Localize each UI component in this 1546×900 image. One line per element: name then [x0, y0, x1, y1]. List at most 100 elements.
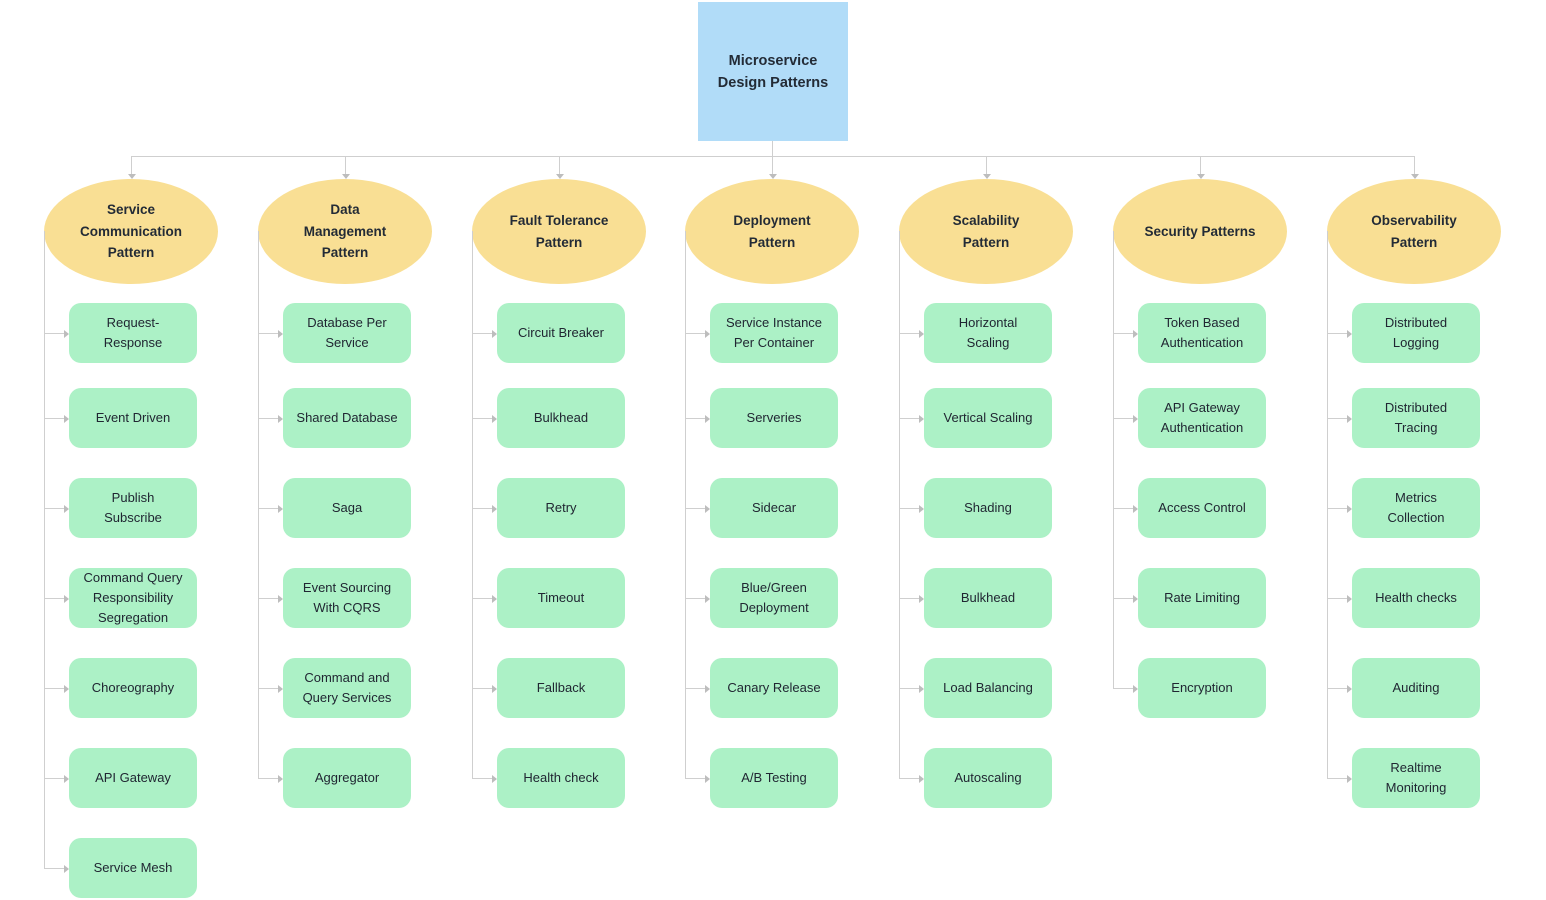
- branch-node[interactable]: Observability Pattern: [1327, 179, 1501, 284]
- arrow-right-icon: [1347, 684, 1352, 693]
- arrow-right-icon: [919, 414, 924, 423]
- arrow-right-icon: [919, 504, 924, 513]
- branch-node[interactable]: Scalability Pattern: [899, 179, 1073, 284]
- leaf-node[interactable]: Service Instance Per Container: [710, 303, 838, 363]
- connector-leaf-stub: [899, 778, 919, 779]
- connector-leaf-stub: [44, 598, 64, 599]
- leaf-node[interactable]: API Gateway Authentication: [1138, 388, 1266, 448]
- connector-branch-stem: [772, 157, 773, 174]
- leaf-node[interactable]: Saga: [283, 478, 411, 538]
- arrow-right-icon: [1347, 504, 1352, 513]
- leaf-node[interactable]: Autoscaling: [924, 748, 1052, 808]
- connector-branch-rail: [1113, 231, 1114, 688]
- leaf-node[interactable]: Publish Subscribe: [69, 478, 197, 538]
- branch-node[interactable]: Deployment Pattern: [685, 179, 859, 284]
- branch-node[interactable]: Fault Tolerance Pattern: [472, 179, 646, 284]
- leaf-node[interactable]: Health checks: [1352, 568, 1480, 628]
- leaf-node[interactable]: Shared Database: [283, 388, 411, 448]
- leaf-node[interactable]: Health check: [497, 748, 625, 808]
- leaf-node[interactable]: Aggregator: [283, 748, 411, 808]
- connector-leaf-stub: [899, 418, 919, 419]
- leaf-node[interactable]: Encryption: [1138, 658, 1266, 718]
- connector-branch-stem: [559, 157, 560, 174]
- connector-leaf-stub: [44, 778, 64, 779]
- leaf-node[interactable]: Database Per Service: [283, 303, 411, 363]
- branch-node[interactable]: Service Communication Pattern: [44, 179, 218, 284]
- leaf-node[interactable]: Serveries: [710, 388, 838, 448]
- connector-root-stem: [772, 141, 773, 156]
- leaf-node[interactable]: Distributed Tracing: [1352, 388, 1480, 448]
- leaf-node[interactable]: Bulkhead: [924, 568, 1052, 628]
- leaf-node[interactable]: Blue/Green Deployment: [710, 568, 838, 628]
- leaf-node[interactable]: API Gateway: [69, 748, 197, 808]
- leaf-node[interactable]: Load Balancing: [924, 658, 1052, 718]
- connector-leaf-stub: [472, 598, 492, 599]
- connector-leaf-stub: [1113, 508, 1133, 509]
- connector-branch-rail: [899, 231, 900, 778]
- branch-node[interactable]: Data Management Pattern: [258, 179, 432, 284]
- leaf-node[interactable]: Rate Limiting: [1138, 568, 1266, 628]
- arrow-right-icon: [705, 684, 710, 693]
- connector-leaf-stub: [258, 333, 278, 334]
- leaf-node[interactable]: Auditing: [1352, 658, 1480, 718]
- leaf-node[interactable]: Sidecar: [710, 478, 838, 538]
- root-node[interactable]: Microservice Design Patterns: [698, 2, 848, 141]
- leaf-node[interactable]: Timeout: [497, 568, 625, 628]
- arrow-right-icon: [705, 504, 710, 513]
- leaf-node[interactable]: Realtime Monitoring: [1352, 748, 1480, 808]
- connector-leaf-stub: [1113, 688, 1133, 689]
- leaf-node[interactable]: Event Sourcing With CQRS: [283, 568, 411, 628]
- arrow-right-icon: [919, 594, 924, 603]
- leaf-node[interactable]: Token Based Authentication: [1138, 303, 1266, 363]
- connector-leaf-stub: [685, 778, 705, 779]
- connector-branch-stem: [131, 157, 132, 174]
- leaf-node[interactable]: Shading: [924, 478, 1052, 538]
- arrow-right-icon: [1347, 329, 1352, 338]
- connector-leaf-stub: [258, 598, 278, 599]
- leaf-node[interactable]: Canary Release: [710, 658, 838, 718]
- connector-trunk: [131, 156, 1415, 157]
- leaf-node[interactable]: Bulkhead: [497, 388, 625, 448]
- connector-leaf-stub: [472, 778, 492, 779]
- connector-leaf-stub: [899, 333, 919, 334]
- leaf-node[interactable]: Request-Response: [69, 303, 197, 363]
- connector-leaf-stub: [1113, 333, 1133, 334]
- arrow-down-icon: [1410, 174, 1419, 179]
- leaf-node[interactable]: Command Query Responsibility Segregation: [69, 568, 197, 628]
- connector-leaf-stub: [1327, 418, 1347, 419]
- leaf-node[interactable]: Fallback: [497, 658, 625, 718]
- connector-leaf-stub: [472, 688, 492, 689]
- arrow-right-icon: [278, 684, 283, 693]
- connector-leaf-stub: [258, 688, 278, 689]
- arrow-right-icon: [1347, 774, 1352, 783]
- leaf-node[interactable]: Circuit Breaker: [497, 303, 625, 363]
- connector-leaf-stub: [258, 418, 278, 419]
- leaf-node[interactable]: Access Control: [1138, 478, 1266, 538]
- leaf-node[interactable]: Retry: [497, 478, 625, 538]
- arrow-right-icon: [1347, 414, 1352, 423]
- arrow-right-icon: [278, 594, 283, 603]
- leaf-node[interactable]: Choreography: [69, 658, 197, 718]
- leaf-node[interactable]: Service Mesh: [69, 838, 197, 898]
- leaf-node[interactable]: Distributed Logging: [1352, 303, 1480, 363]
- connector-leaf-stub: [258, 508, 278, 509]
- leaf-node[interactable]: Metrics Collection: [1352, 478, 1480, 538]
- leaf-node[interactable]: A/B Testing: [710, 748, 838, 808]
- arrow-right-icon: [705, 329, 710, 338]
- arrow-right-icon: [1347, 594, 1352, 603]
- arrow-down-icon: [127, 174, 136, 179]
- arrow-right-icon: [278, 414, 283, 423]
- arrow-right-icon: [64, 414, 69, 423]
- arrow-right-icon: [919, 684, 924, 693]
- connector-leaf-stub: [472, 508, 492, 509]
- arrow-right-icon: [492, 774, 497, 783]
- leaf-node[interactable]: Command and Query Services: [283, 658, 411, 718]
- leaf-node[interactable]: Vertical Scaling: [924, 388, 1052, 448]
- branch-node[interactable]: Security Patterns: [1113, 179, 1287, 284]
- connector-branch-stem: [1200, 157, 1201, 174]
- connector-leaf-stub: [685, 333, 705, 334]
- connector-leaf-stub: [1327, 688, 1347, 689]
- leaf-node[interactable]: Horizontal Scaling: [924, 303, 1052, 363]
- leaf-node[interactable]: Event Driven: [69, 388, 197, 448]
- connector-leaf-stub: [44, 508, 64, 509]
